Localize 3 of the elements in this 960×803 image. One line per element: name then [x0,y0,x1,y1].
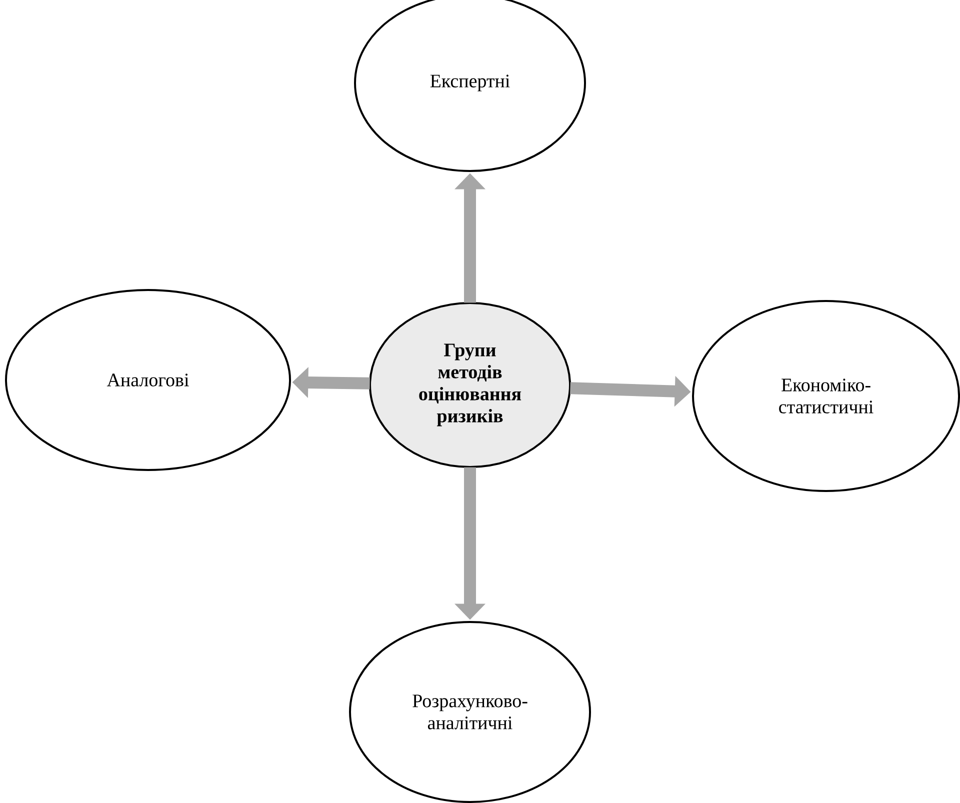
ellipse-node: Економіко-статистичні [692,300,960,492]
ellipse-node: Аналогові [5,289,291,471]
ellipse-node: Розрахунково-аналітичні [349,621,591,803]
